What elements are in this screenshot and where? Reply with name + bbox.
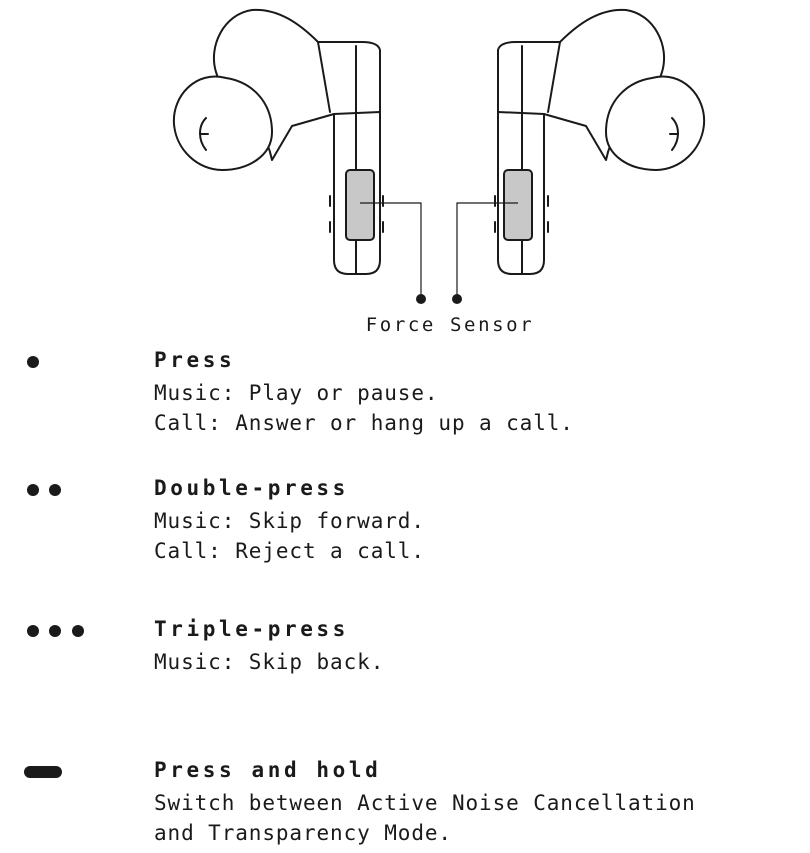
gesture-description-line: Music: Skip back. (154, 650, 385, 674)
gesture-title: Triple-press (154, 617, 349, 641)
force-sensor-label: Force Sensor (365, 314, 535, 336)
right-sensor-leader-line (456, 202, 518, 298)
gesture-description-line: Call: Reject a call. (154, 539, 425, 563)
gesture-description-line: Switch between Active Noise Cancellation (154, 791, 696, 815)
right-force-sensor (503, 169, 533, 241)
gesture-description-line: Music: Play or pause. (154, 381, 439, 405)
gesture-title: Press (154, 348, 236, 372)
left-earbud-icon (172, 8, 384, 275)
left-sensor-leader-dot (416, 294, 426, 304)
earbuds-diagram (172, 8, 706, 304)
gesture-title: Double-press (154, 476, 349, 500)
gesture-title: Press and hold (154, 758, 382, 782)
left-force-sensor (345, 169, 375, 241)
right-sensor-leader-dot (452, 294, 462, 304)
right-earbud-icon (494, 8, 706, 275)
left-sensor-leader-line (360, 202, 422, 298)
gesture-description-line: Call: Answer or hang up a call. (154, 411, 574, 435)
gesture-description-line: and Transparency Mode. (154, 821, 452, 845)
gesture-description-line: Music: Skip forward. (154, 509, 425, 533)
